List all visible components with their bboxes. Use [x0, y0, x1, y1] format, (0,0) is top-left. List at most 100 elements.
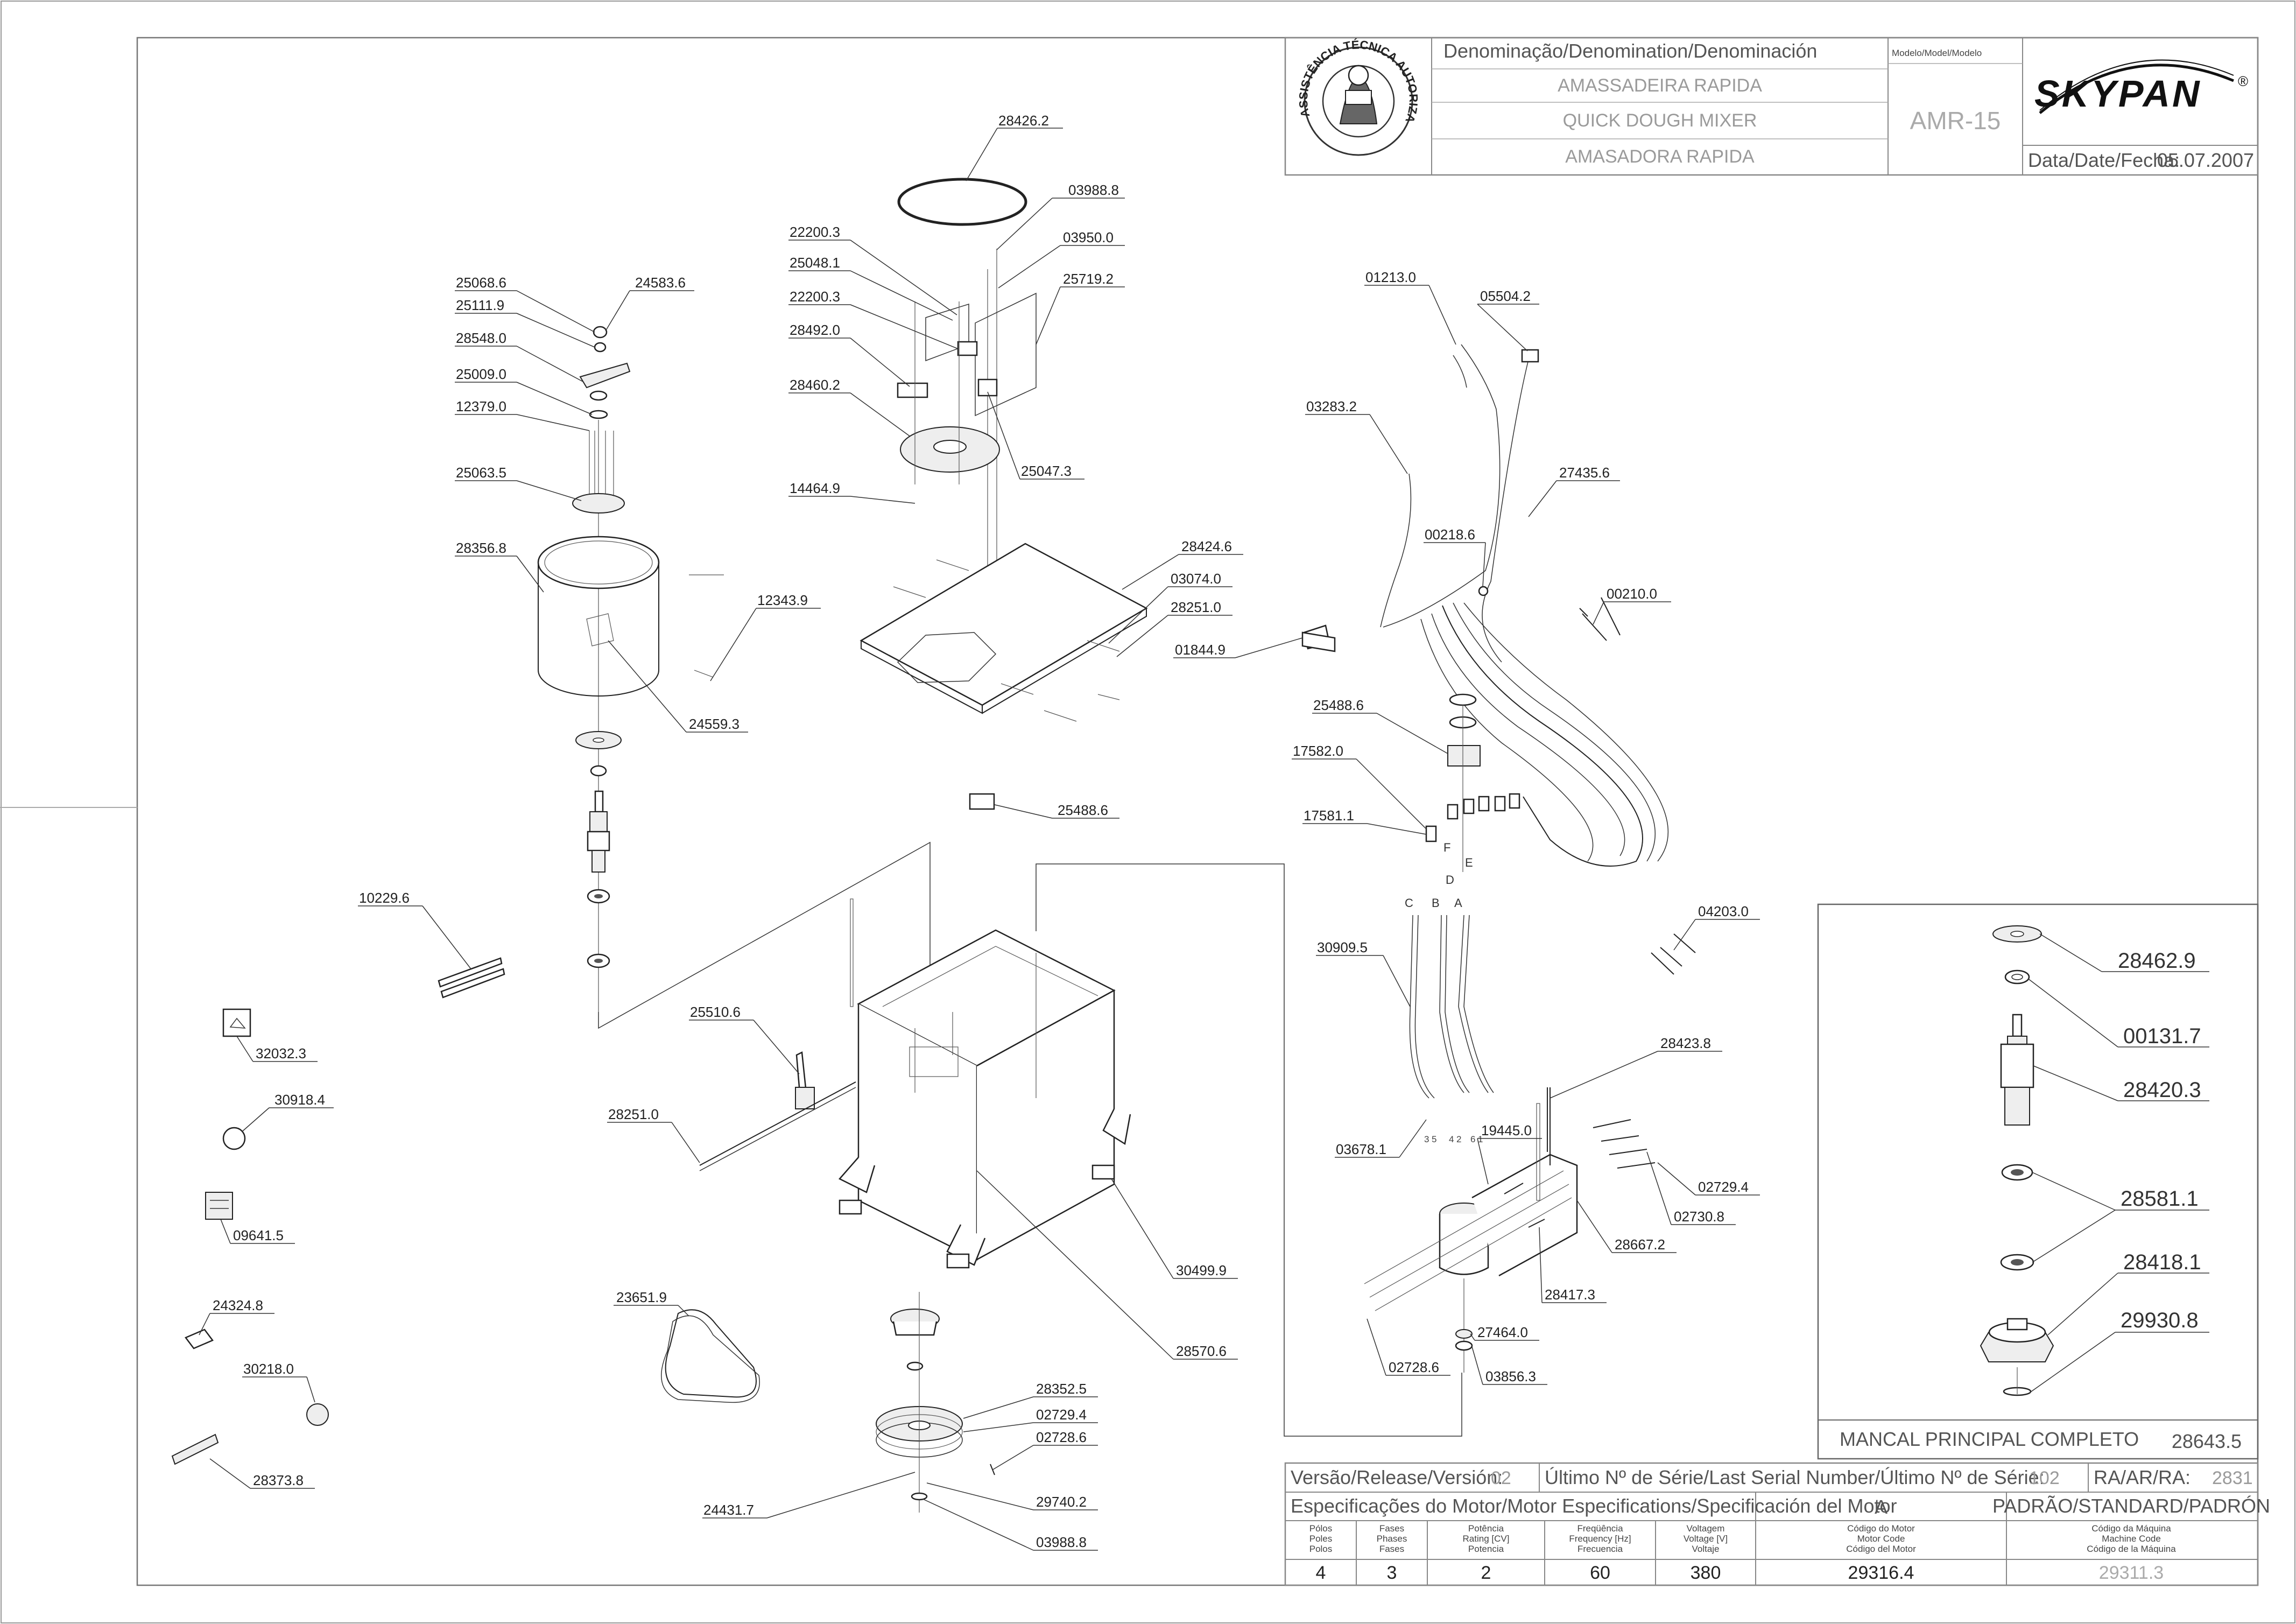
- terminal-number: 1: [1478, 1134, 1483, 1144]
- ra-value: 2831: [2212, 1468, 2253, 1488]
- col-header: Voltaje: [1692, 1544, 1719, 1554]
- part-label: 24431.7: [703, 1502, 754, 1518]
- part-label: 03678.1: [1336, 1141, 1386, 1157]
- part-label: 25510.6: [690, 1004, 741, 1020]
- drawing-frame: [136, 37, 2259, 1586]
- spindle-and-bowl-assembly: [537, 326, 931, 1029]
- model-header: Modelo/Model/Modelo: [1892, 48, 1982, 58]
- col-header: Poles: [1309, 1534, 1333, 1544]
- col-header: Código da Máquina: [2091, 1523, 2171, 1534]
- wire-letter: D: [1446, 873, 1454, 887]
- part-label: 02730.8: [1674, 1208, 1724, 1225]
- part-label: 01213.0: [1365, 269, 1416, 285]
- col-value: 29316.4: [1848, 1563, 1914, 1583]
- part-label: 03950.0: [1063, 229, 1114, 245]
- col-value: 29311.3: [2099, 1563, 2164, 1583]
- part-labels: 28426.2 03988.8 22200.3 03950.0 25048.1 …: [213, 113, 1749, 1550]
- part-label: 24559.3: [689, 716, 739, 732]
- svg-text:ASSISTÊNCIA TÉCNICA AUTORIZADA: ASSISTÊNCIA TÉCNICA AUTORIZADA: [0, 0, 1420, 125]
- col-header: Motor Code: [1857, 1534, 1905, 1544]
- variant-code: A: [1875, 1496, 1887, 1518]
- spec-col-rating: Potência Rating [CV] Potencia 2: [1463, 1523, 1510, 1583]
- part-label: 23651.9: [616, 1289, 667, 1305]
- col-header: Código del Motor: [1846, 1544, 1916, 1554]
- part-label: 28373.8: [253, 1472, 304, 1488]
- part-label: 28251.0: [1171, 599, 1221, 615]
- spec-col-machine-code: Código da Máquina Machine Code Código de…: [2087, 1523, 2176, 1583]
- part-label: 30218.0: [243, 1361, 294, 1377]
- part-label: 03988.8: [1036, 1534, 1087, 1550]
- wire-letter: E: [1465, 856, 1473, 869]
- part-label: 17582.0: [1293, 743, 1343, 759]
- part-label: 30918.4: [274, 1092, 325, 1108]
- part-label: 28424.6: [1181, 538, 1232, 554]
- loose-parts: [171, 597, 1696, 1465]
- col-header: Fases: [1379, 1544, 1404, 1554]
- col-value: 3: [1387, 1563, 1397, 1583]
- part-label: 05504.2: [1480, 288, 1531, 304]
- part-label: 27464.0: [1477, 1324, 1528, 1340]
- part-label: 30499.9: [1176, 1262, 1227, 1278]
- col-value: 2: [1481, 1563, 1491, 1583]
- denomination-header: Denominação/Denomination/Denominación: [1443, 40, 1817, 62]
- part-label: 27435.6: [1559, 465, 1610, 481]
- detail-part-label: 29930.8: [2121, 1309, 2199, 1332]
- col-header: Potência: [1468, 1523, 1504, 1534]
- part-label: 00210.0: [1607, 586, 1657, 602]
- col-value: 60: [1590, 1563, 1610, 1583]
- col-header: Voltagem: [1687, 1523, 1725, 1534]
- col-header: Código do Motor: [1847, 1523, 1915, 1534]
- part-label: 28251.0: [608, 1106, 659, 1122]
- part-label: 28423.8: [1660, 1035, 1711, 1051]
- part-label: 25719.2: [1063, 271, 1114, 287]
- part-label: 03856.3: [1485, 1368, 1536, 1384]
- part-label: 17581.1: [1304, 807, 1354, 824]
- part-label: 24583.6: [635, 275, 686, 291]
- part-label: 29740.2: [1036, 1494, 1087, 1510]
- wire-letter: F: [1443, 841, 1450, 854]
- col-header: Polos: [1309, 1544, 1333, 1554]
- detail-part-label: 28581.1: [2121, 1187, 2199, 1211]
- col-header: Potencia: [1468, 1544, 1504, 1554]
- col-value: 380: [1691, 1563, 1721, 1583]
- motor-spec-label: Especificações do Motor/Motor Especifica…: [1291, 1495, 1897, 1517]
- release-value: 02: [1491, 1468, 1511, 1488]
- part-label: 28352.5: [1036, 1381, 1087, 1397]
- part-label: 25009.0: [456, 366, 506, 382]
- part-label: 14464.9: [790, 480, 840, 496]
- name-spanish: AMASADORA RAPIDA: [1565, 146, 1755, 167]
- part-label: 25488.6: [1313, 697, 1364, 713]
- terminal-number: 5: [1432, 1134, 1436, 1144]
- date-value: 05.07.2007: [2157, 149, 2254, 171]
- part-label: 30909.5: [1317, 939, 1368, 955]
- col-header: Frecuencia: [1577, 1544, 1623, 1554]
- logo-text: ASSISTÊNCIA TÉCNICA AUTORIZADA: [0, 0, 1420, 125]
- title-block: ASSISTÊNCIA TÉCNICA AUTORIZADA Denominaç…: [0, 0, 2259, 176]
- col-header: Código de la Máquina: [2087, 1544, 2176, 1554]
- col-header: Pólos: [1309, 1523, 1333, 1534]
- part-label: 02729.4: [1036, 1407, 1087, 1423]
- terminal-number: 2: [1456, 1134, 1461, 1144]
- part-label: 32032.3: [256, 1045, 306, 1061]
- part-label: 09641.5: [233, 1227, 284, 1243]
- date-label: Data/Date/Fecha:: [2028, 149, 2180, 171]
- part-label: 00218.6: [1425, 526, 1475, 543]
- machine-body: [699, 863, 1462, 1437]
- col-header: Frequency [Hz]: [1569, 1534, 1631, 1544]
- authorized-service-logo: ASSISTÊNCIA TÉCNICA AUTORIZADA: [0, 0, 1420, 156]
- spec-col-frequency: Freqüência Frequency [Hz] Frecuencia 60: [1569, 1523, 1631, 1583]
- pulley-assembly: [661, 1292, 995, 1513]
- col-header: Freqüência: [1577, 1523, 1623, 1534]
- part-label: 28426.2: [998, 113, 1049, 129]
- serial-value: 102: [2029, 1468, 2060, 1488]
- part-label: 03988.8: [1068, 182, 1119, 198]
- part-label: 25068.6: [456, 275, 506, 291]
- part-label: 03283.2: [1306, 398, 1357, 414]
- release-label: Versão/Release/Versión:: [1291, 1466, 1503, 1488]
- part-label: 01844.9: [1175, 642, 1226, 658]
- part-label: 24324.8: [213, 1297, 263, 1313]
- col-header: Phases: [1377, 1534, 1407, 1544]
- detail-box-main-bearing: MANCAL PRINCIPAL COMPLETO 28643.5 28462.…: [1817, 903, 2259, 1460]
